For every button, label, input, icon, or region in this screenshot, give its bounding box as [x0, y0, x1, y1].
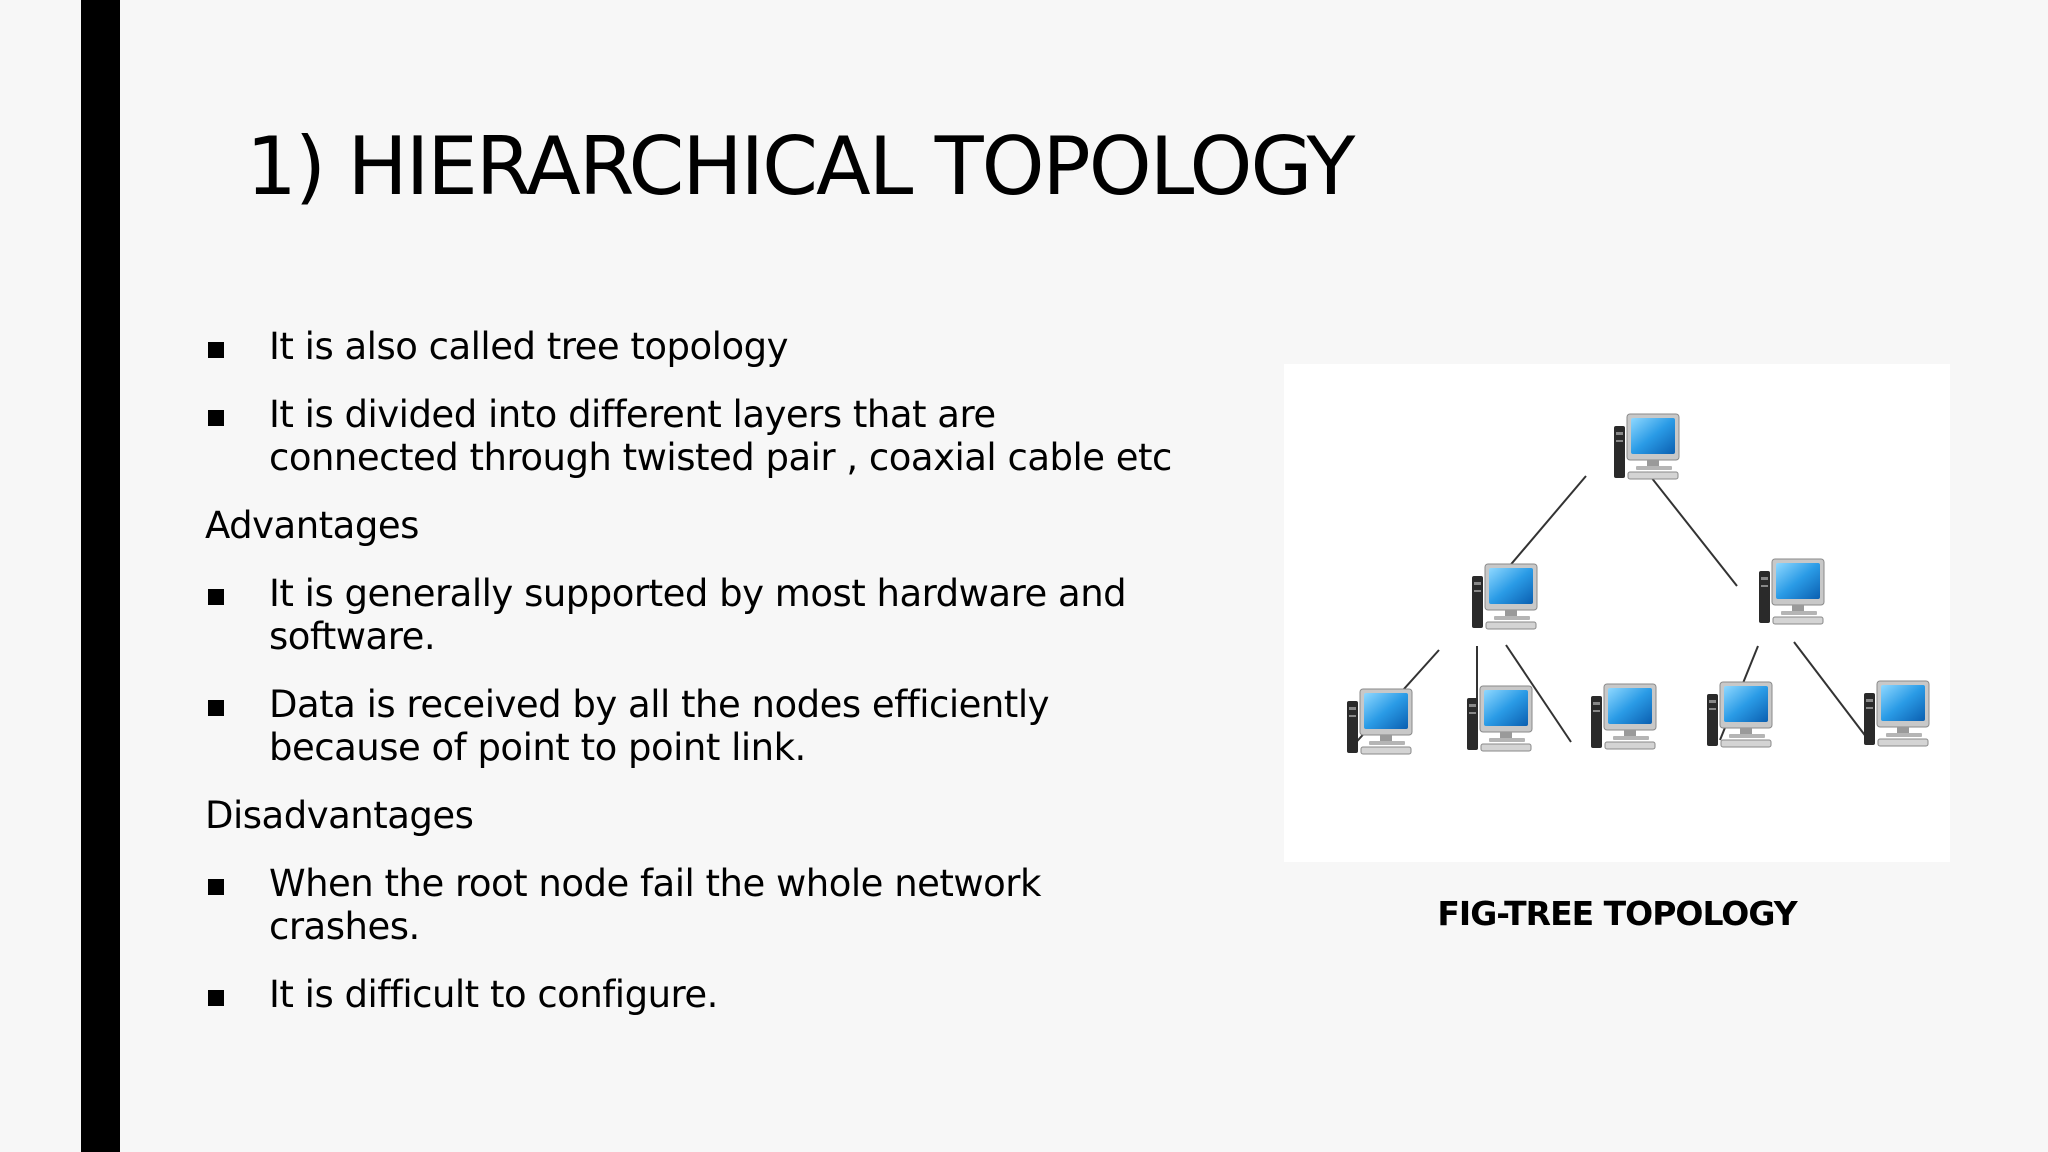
- bullet-item: Data is received by all the nodes effici…: [205, 683, 1185, 769]
- square-bullet-icon: [208, 990, 224, 1006]
- computer-icon: [1707, 681, 1773, 748]
- square-bullet-icon: [208, 700, 224, 716]
- bullet-text: It is also called tree topology: [269, 325, 788, 368]
- bullet-text: When the root node fail the whole networ…: [269, 862, 1041, 948]
- tree-topology-diagram: [1347, 413, 1930, 755]
- left-accent-bar: [81, 0, 120, 1152]
- computer-icon: [1472, 563, 1538, 630]
- square-bullet-icon: [208, 342, 224, 358]
- computer-icon: [1759, 558, 1825, 625]
- figure-caption: FIG-TREE TOPOLOGY: [1437, 894, 1797, 933]
- bullet-text: It is generally supported by most hardwa…: [269, 572, 1127, 658]
- bullet-item: It is divided into different layers that…: [205, 393, 1185, 479]
- slide-title: 1) HIERARCHICAL TOPOLOGY: [246, 120, 1355, 213]
- network-link: [1646, 471, 1738, 587]
- bullet-text: It is divided into different layers that…: [269, 393, 1172, 479]
- disadvantages-heading: Disadvantages: [205, 794, 474, 837]
- square-bullet-icon: [208, 879, 224, 895]
- computer-icon: [1614, 413, 1680, 480]
- computer-icon: [1467, 685, 1533, 752]
- network-link: [1793, 641, 1868, 739]
- bullet-text: Data is received by all the nodes effici…: [269, 683, 1050, 769]
- bullet-item: It is difficult to configure.: [205, 973, 1185, 1016]
- bullet-item: It is generally supported by most hardwa…: [205, 572, 1185, 658]
- computer-icon: [1347, 688, 1413, 755]
- bullet-item: It is also called tree topology: [205, 325, 1185, 368]
- bullet-item: When the root node fail the whole networ…: [205, 862, 1185, 948]
- square-bullet-icon: [208, 589, 224, 605]
- network-link: [1505, 644, 1572, 743]
- slide-content: It is also called tree topology It is di…: [205, 325, 1185, 1041]
- advantages-heading: Advantages: [205, 504, 419, 547]
- tree-topology-figure: [1284, 364, 1950, 862]
- bullet-text: It is difficult to configure.: [269, 973, 718, 1016]
- computer-icon: [1591, 683, 1657, 750]
- square-bullet-icon: [208, 410, 224, 426]
- computer-icon: [1864, 680, 1930, 747]
